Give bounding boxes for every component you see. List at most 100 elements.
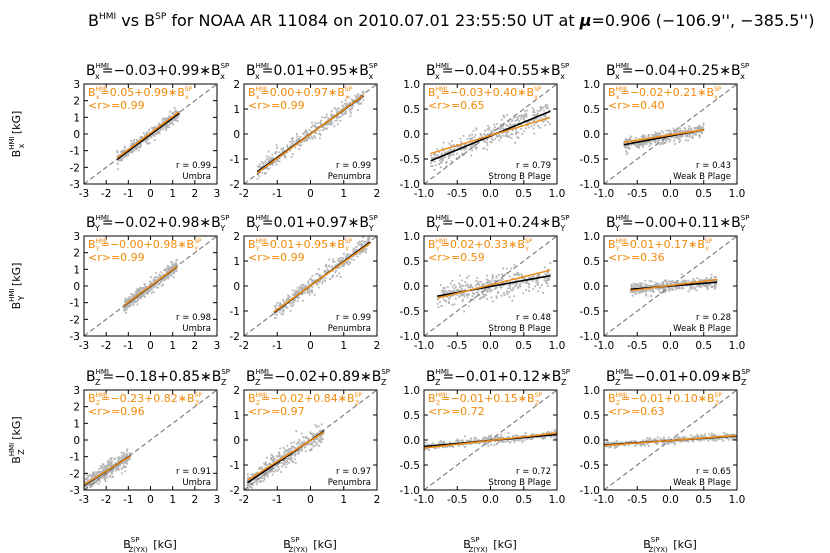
data-point (306, 288, 309, 291)
data-point (678, 286, 681, 289)
data-point (685, 284, 688, 287)
data-point (510, 124, 513, 127)
data-point (431, 165, 434, 167)
data-point (312, 434, 315, 436)
data-point (101, 476, 103, 479)
data-point (291, 139, 294, 142)
data-point (546, 107, 549, 109)
orange-sub: Z (256, 400, 260, 407)
data-point (140, 297, 142, 300)
data-point (500, 279, 503, 281)
data-point (512, 287, 515, 289)
data-point (308, 293, 311, 296)
data-point (463, 143, 466, 146)
data-point (471, 144, 473, 147)
data-point (352, 99, 355, 101)
data-point (162, 273, 165, 276)
data-point (173, 118, 176, 121)
x-tick-label: 1 (169, 188, 176, 200)
data-point (540, 107, 542, 110)
data-point (319, 137, 321, 140)
data-point (131, 143, 134, 146)
data-point (690, 132, 693, 135)
data-point (672, 280, 674, 283)
y-tick-label: -3 (70, 331, 80, 343)
data-point (149, 286, 152, 289)
data-point (86, 483, 89, 486)
data-point (534, 114, 537, 117)
data-point (485, 439, 488, 441)
panel-plot-area (244, 84, 377, 184)
data-point (260, 160, 263, 163)
data-point (286, 144, 289, 147)
data-point (161, 119, 164, 121)
data-point (361, 244, 364, 246)
data-point (524, 114, 526, 117)
data-point (635, 284, 638, 287)
data-point (483, 140, 485, 142)
data-point (278, 453, 281, 456)
data-point (145, 140, 147, 143)
data-point (334, 108, 337, 111)
data-point (641, 142, 643, 144)
orange-sup: HMI (616, 86, 628, 93)
data-point (131, 296, 134, 299)
data-point (658, 287, 661, 290)
data-point (465, 293, 468, 296)
data-point (336, 122, 339, 125)
data-point (314, 126, 317, 129)
data-point (335, 108, 338, 111)
data-point (477, 289, 480, 291)
data-point (155, 271, 157, 274)
data-point (670, 286, 673, 289)
data-point (670, 441, 673, 444)
data-point (645, 289, 648, 292)
data-point (249, 478, 251, 481)
data-point (698, 128, 701, 131)
data-point (141, 136, 144, 138)
data-point (687, 290, 690, 293)
data-point (291, 142, 293, 145)
data-point (492, 276, 494, 278)
data-point (518, 274, 521, 277)
data-point (508, 125, 511, 128)
data-point (500, 433, 503, 436)
data-point (283, 452, 286, 455)
data-point (158, 132, 161, 135)
data-point (167, 275, 170, 278)
data-point (472, 292, 474, 294)
correlation-label: r = 0.98 (176, 313, 211, 323)
x-tick-label: -2 (101, 340, 111, 352)
data-point (295, 293, 298, 296)
data-point (133, 139, 136, 141)
orange-sup2: SP (345, 86, 353, 93)
panel-title-b2: B (359, 63, 369, 79)
data-point (474, 140, 477, 142)
data-point (175, 119, 178, 122)
data-point (464, 446, 466, 448)
data-point (302, 133, 305, 136)
data-point (318, 445, 321, 448)
data-point (448, 441, 451, 444)
region-label: Strong B Plage (488, 478, 551, 488)
data-point (442, 446, 444, 449)
data-point (513, 295, 516, 298)
data-point (524, 431, 527, 434)
data-point (117, 467, 120, 469)
data-point (648, 140, 650, 143)
data-point (637, 285, 640, 288)
data-point (447, 150, 450, 153)
data-point (113, 463, 116, 466)
data-point (324, 265, 327, 267)
y-tick-label: 0.0 (403, 129, 420, 141)
data-point (110, 465, 113, 467)
data-point (638, 145, 640, 148)
data-point (111, 460, 114, 463)
data-point (309, 134, 312, 137)
fit-line-orange (424, 432, 557, 449)
y-tick-label: -2 (70, 468, 80, 480)
data-point (666, 138, 669, 140)
data-point (314, 273, 317, 276)
